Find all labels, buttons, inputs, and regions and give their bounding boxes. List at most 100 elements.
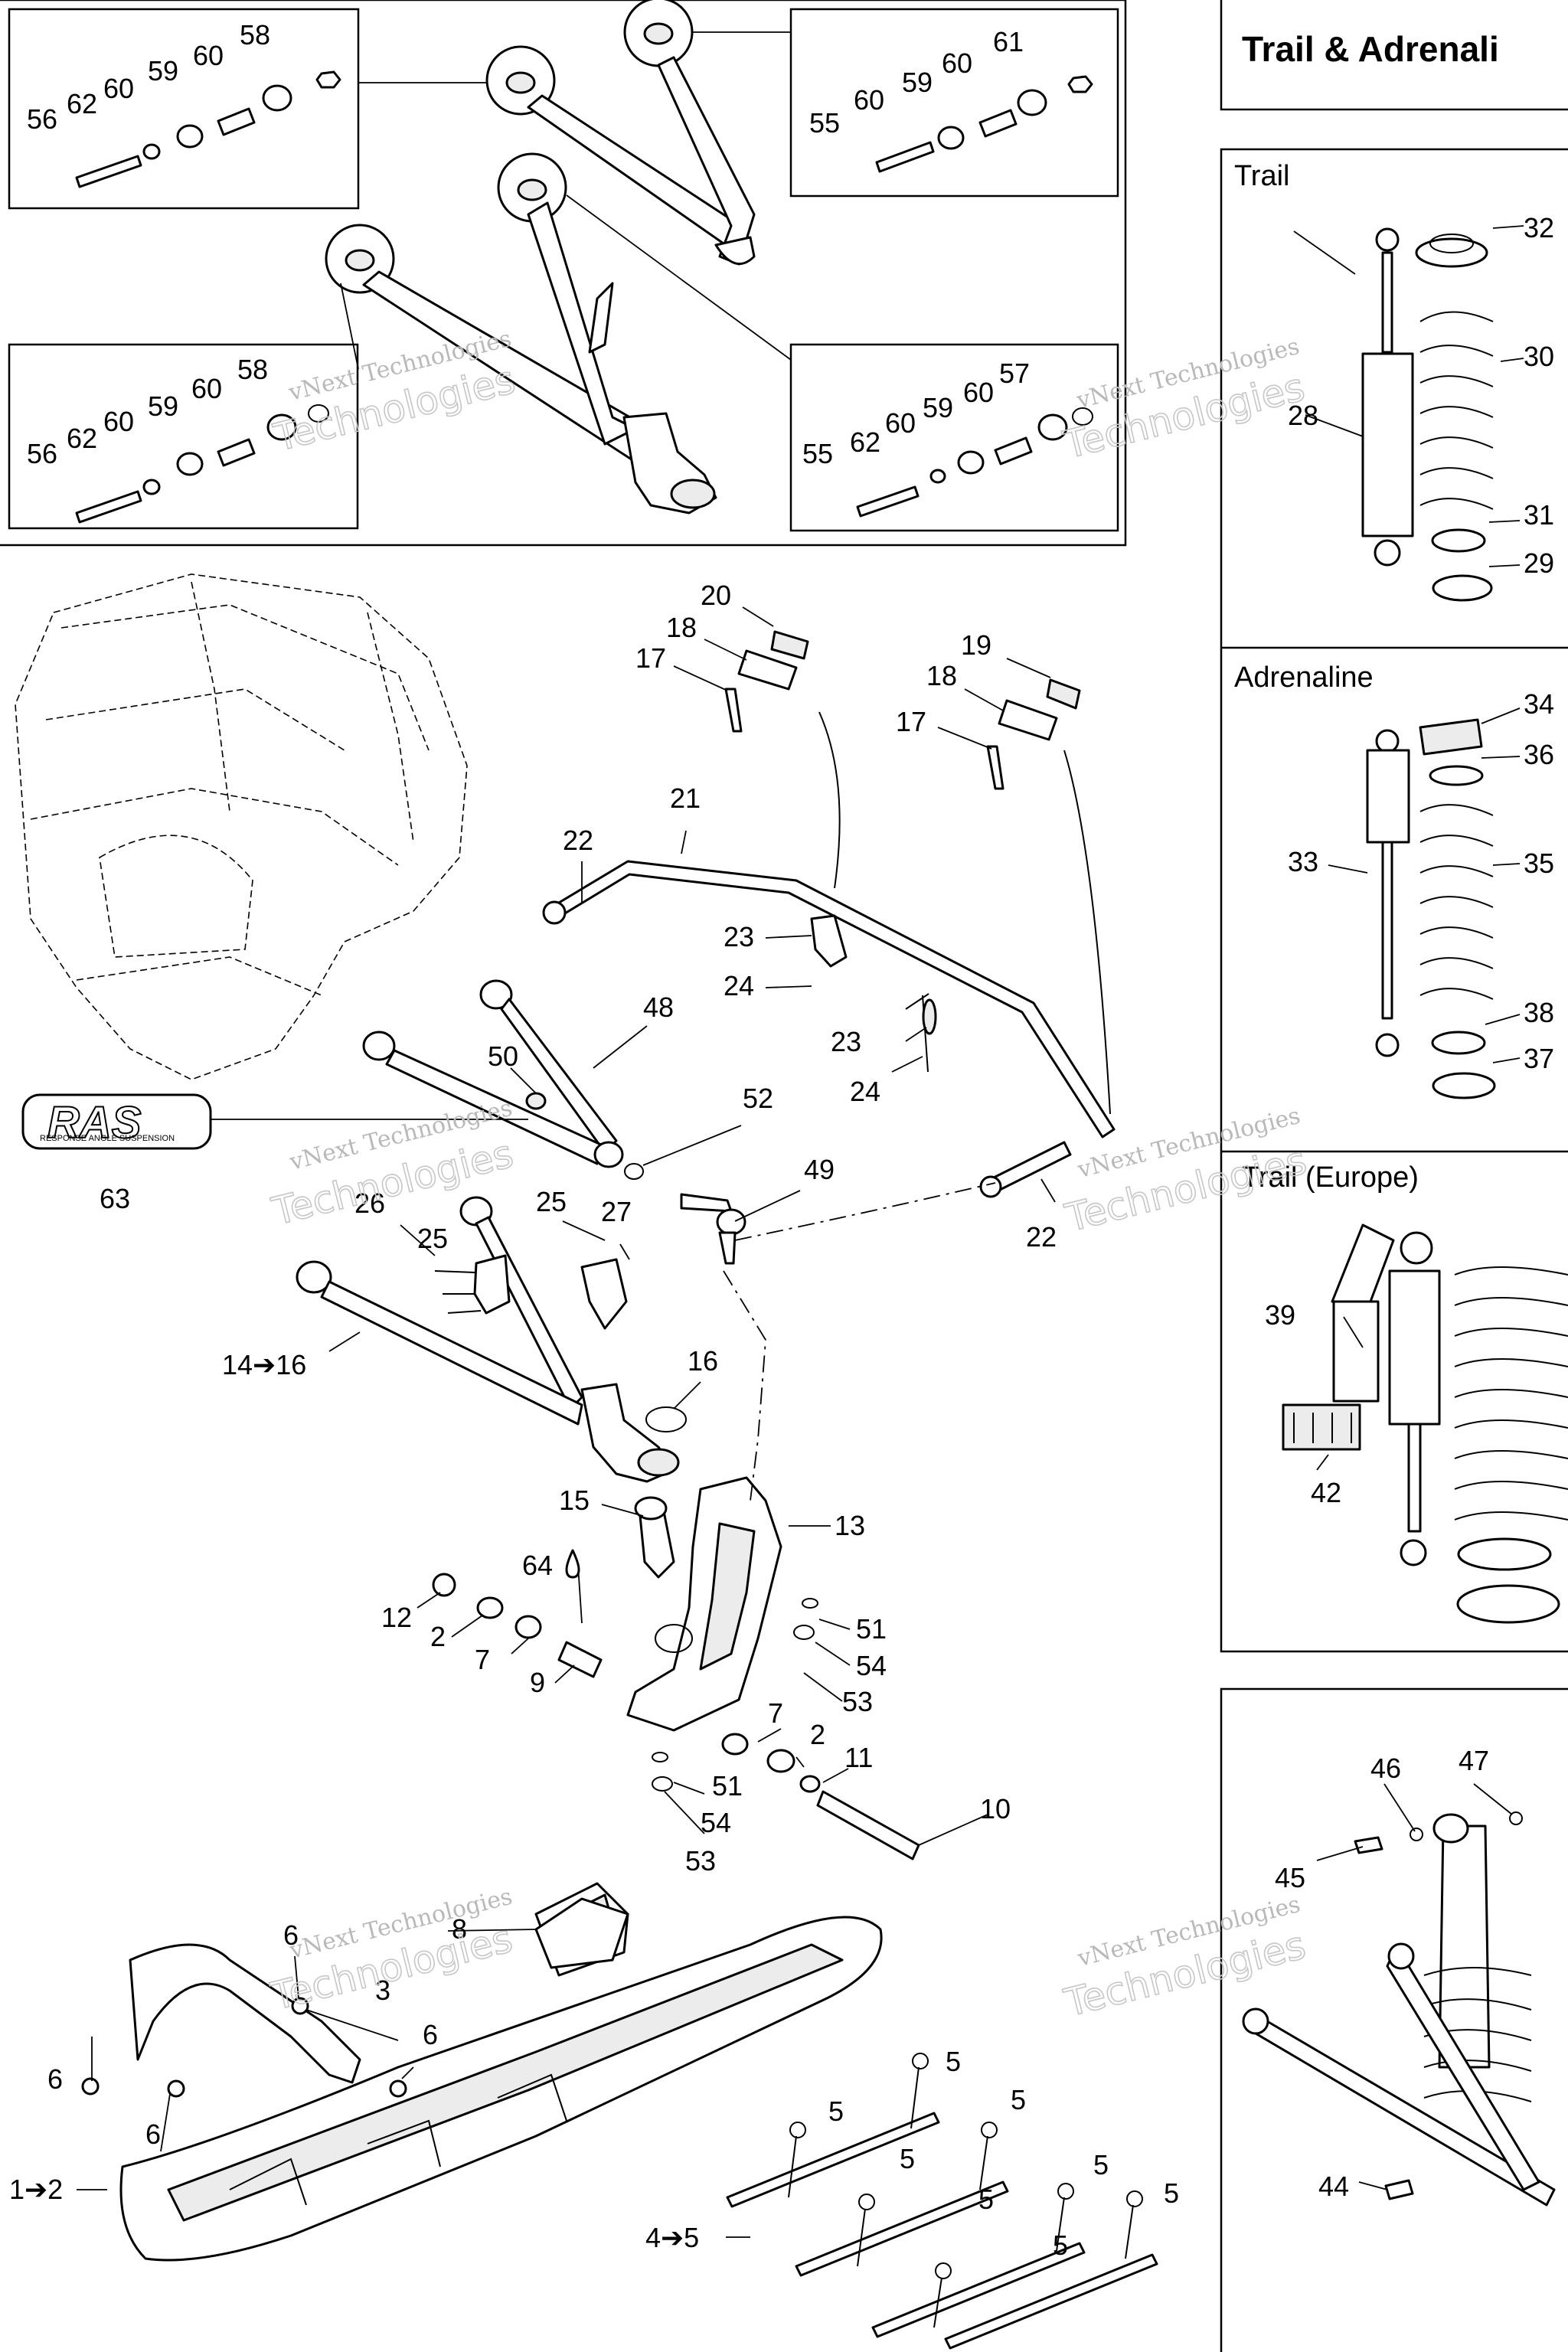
callout-35: 35 (1524, 848, 1554, 879)
hardware-set-mid-left (75, 404, 329, 524)
callout-5: 5 (946, 2046, 961, 2077)
callout-22: 22 (563, 825, 593, 856)
callout-5: 5 (1011, 2084, 1026, 2115)
callout-23: 23 (724, 921, 754, 952)
inset-box-top-left (8, 8, 360, 210)
callout-24: 24 (850, 1076, 880, 1107)
callout-5: 5 (900, 2143, 915, 2174)
callout-20: 20 (701, 580, 731, 611)
callout-60: 60 (885, 407, 916, 439)
callout-59: 59 (148, 55, 178, 87)
callout-22: 22 (1026, 1221, 1057, 1253)
callout-5: 5 (1093, 2149, 1109, 2180)
lower-a-arm-main (296, 1196, 687, 1483)
callout-12: 12 (381, 1602, 412, 1633)
callout-39: 39 (1265, 1299, 1295, 1331)
inset-box-mid-left (8, 343, 359, 530)
callout-53: 53 (685, 1845, 716, 1877)
callout-6: 6 (47, 2063, 63, 2095)
callout-32: 32 (1524, 212, 1554, 243)
callout-25: 25 (536, 1186, 567, 1217)
callout-51: 51 (856, 1613, 887, 1645)
callout-36: 36 (1524, 739, 1554, 770)
callout-53: 53 (842, 1686, 873, 1717)
upper-a-arm-main (362, 979, 624, 1168)
shock-trail-europe (1282, 1223, 1568, 1624)
callout-3: 3 (375, 1975, 390, 2006)
callout-38: 38 (1524, 997, 1554, 1028)
section-label-adrenaline: Adrenaline (1234, 662, 1374, 694)
callout-48: 48 (643, 991, 674, 1023)
callout-60: 60 (963, 377, 994, 408)
callout-60: 60 (103, 73, 134, 104)
runner-set (726, 2053, 1158, 2350)
callout-60: 60 (942, 47, 972, 79)
sway-bar-mounts (724, 630, 1081, 1073)
callout-19: 19 (961, 629, 991, 661)
callout-64: 64 (522, 1550, 553, 1581)
callout-54: 54 (701, 1807, 731, 1838)
callout-6: 6 (423, 2019, 438, 2050)
callout-46: 46 (1370, 1753, 1401, 1784)
callout-62: 62 (67, 423, 97, 454)
top-inset-frame (0, 0, 1127, 547)
inset-box-top-right (789, 8, 1119, 198)
callout-5: 5 (978, 2184, 994, 2215)
callout-58: 58 (237, 354, 268, 385)
callout-9: 9 (530, 1667, 545, 1698)
callout-2: 2 (810, 1719, 825, 1750)
callout-62: 62 (850, 426, 880, 458)
callout-30: 30 (1524, 341, 1554, 372)
ski-assembly (81, 1882, 883, 2262)
callout-13: 13 (835, 1510, 865, 1541)
callout-8: 8 (452, 1913, 467, 1945)
callout-26: 26 (354, 1187, 385, 1219)
callout-61: 61 (993, 26, 1024, 57)
callout-11: 11 (844, 1742, 873, 1773)
grease-drop-icon (565, 1549, 580, 1579)
callout-28: 28 (1288, 400, 1318, 431)
callout-16: 16 (688, 1345, 718, 1377)
callout-5: 5 (828, 2096, 844, 2127)
ski-protector (534, 1897, 629, 1969)
callout-27: 27 (601, 1196, 632, 1227)
hardware-set-top-left (75, 70, 341, 188)
callout-18: 18 (666, 612, 697, 643)
callout-59: 59 (923, 392, 953, 423)
callout-60: 60 (854, 84, 884, 116)
callout-21: 21 (670, 782, 701, 814)
callout-37: 37 (1524, 1043, 1554, 1074)
callout-49: 49 (804, 1154, 835, 1185)
callout-31: 31 (1524, 499, 1554, 531)
callout-56: 56 (27, 103, 57, 135)
tie-rod (624, 1163, 996, 1501)
callout-29: 29 (1524, 547, 1554, 579)
callout-14-16: 14➔16 (222, 1349, 306, 1380)
callout-57: 57 (999, 358, 1030, 389)
shock-on-lower-arm (1242, 1811, 1556, 2207)
badge-mark: RAS (47, 1098, 142, 1148)
callout-56: 56 (27, 438, 57, 469)
lower-a-arm-top (325, 152, 717, 514)
callout-45: 45 (1275, 1862, 1305, 1893)
callout-34: 34 (1524, 688, 1554, 720)
callout-60: 60 (193, 40, 224, 71)
callout-62: 62 (67, 88, 97, 119)
callout-2: 2 (430, 1621, 446, 1652)
callout-55: 55 (809, 107, 840, 139)
badge-caption: RESPONSE ANGLE SUSPENSION (40, 1134, 175, 1143)
callout-6: 6 (145, 2118, 161, 2150)
callout-7: 7 (768, 1697, 783, 1729)
callout-58: 58 (240, 19, 270, 51)
callout-23: 23 (831, 1026, 861, 1057)
callout-63: 63 (100, 1183, 130, 1214)
callout-55: 55 (802, 438, 833, 469)
shock-trail (1361, 227, 1494, 602)
callout-50: 50 (488, 1040, 518, 1072)
callout-17: 17 (896, 706, 926, 737)
ball-joint-and-spindle (626, 1476, 782, 1732)
callout-5: 5 (1053, 2230, 1068, 2261)
callout-47: 47 (1459, 1745, 1489, 1776)
callout-1-2: 1➔2 (9, 2174, 63, 2205)
